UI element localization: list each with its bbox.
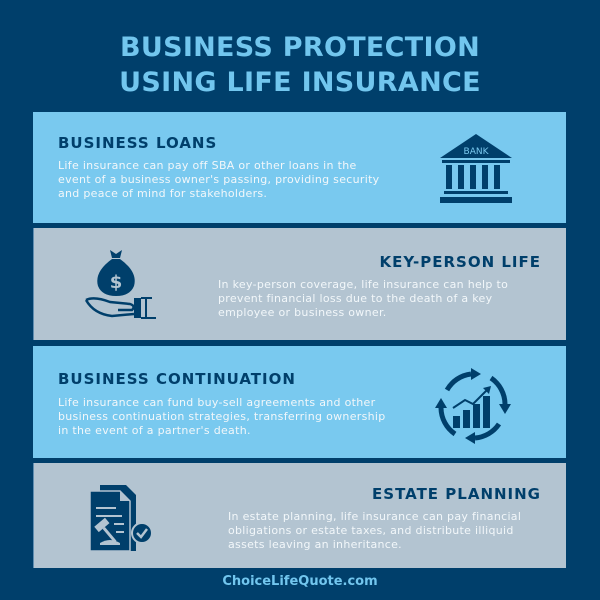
hand-money-bag-icon: $ [84, 250, 156, 319]
section-description: Life insurance can fund buy-sell agreeme… [58, 396, 386, 437]
section-estate-planning: ESTATE PLANNING In estate planning, life… [33, 463, 566, 568]
section-business-loans: BUSINESS LOANS Life insurance can pay of… [33, 112, 566, 223]
title-line-2: USING LIFE INSURANCE [119, 67, 481, 98]
svg-text:BANK: BANK [464, 147, 490, 157]
footer-website: ChoiceLifeQuote.com [222, 574, 378, 589]
section-heading: BUSINESS CONTINUATION [58, 370, 296, 388]
section-heading: KEY-PERSON LIFE [379, 253, 541, 271]
section-business-continuation: BUSINESS CONTINUATION Life insurance can… [33, 346, 566, 458]
title-line-1: BUSINESS PROTECTION [119, 32, 481, 63]
section-heading: BUSINESS LOANS [58, 134, 218, 152]
section-description: In key-person coverage, life insurance c… [218, 278, 509, 319]
section-key-person-life: $ KEY-PERSON LIFE In key-person coverage… [33, 228, 566, 340]
section-description: In estate planning, life insurance can p… [228, 510, 522, 551]
growth-cycle-icon [435, 368, 511, 444]
section-heading: ESTATE PLANNING [372, 485, 541, 503]
legal-document-icon [89, 485, 153, 552]
svg-text:$: $ [110, 272, 123, 293]
section-description: Life insurance can pay off SBA or other … [58, 159, 380, 200]
page-title: BUSINESS PROTECTION USING LIFE INSURANCE [0, 30, 600, 100]
bank-icon: BANK [440, 134, 512, 203]
